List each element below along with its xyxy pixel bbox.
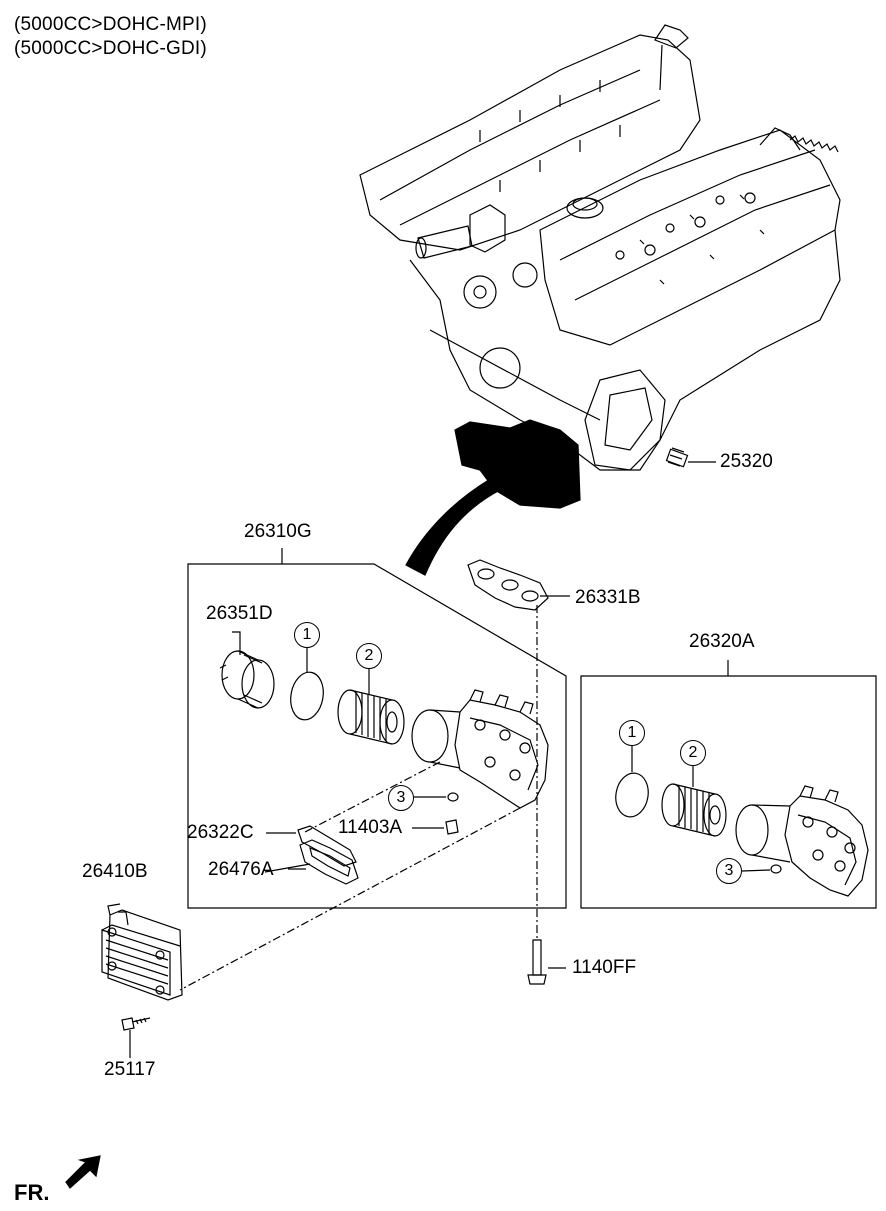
- part-label-26476a[interactable]: 26476A: [208, 859, 274, 880]
- reference-arrow: [405, 477, 501, 576]
- callout-2-right[interactable]: 2: [680, 740, 706, 766]
- engine-spec-line-2: (5000CC>DOHC-GDI): [14, 38, 207, 59]
- part-label-26310g[interactable]: 26310G: [244, 521, 312, 542]
- part-label-26351d[interactable]: 26351D: [206, 603, 273, 624]
- oil-cooler-26410b: [101, 903, 183, 1001]
- small-o-ring-3-b: [770, 864, 782, 874]
- bolt-1140ff: [527, 939, 566, 985]
- gasket-26331b: [467, 559, 570, 611]
- o-ring-1: [290, 671, 324, 721]
- filter-housing: [411, 689, 549, 809]
- highlighted-filter-module: [454, 419, 581, 509]
- engine-assembly: [359, 24, 841, 471]
- plug-11403a: [412, 819, 459, 835]
- part-label-26322c[interactable]: 26322C: [187, 822, 254, 843]
- callout-3-right[interactable]: 3: [716, 858, 742, 884]
- part-label-26320a[interactable]: 26320A: [689, 631, 755, 652]
- callout-3-left[interactable]: 3: [388, 785, 414, 811]
- part-label-11403a[interactable]: 11403A: [338, 817, 403, 838]
- filter-cap-26351d: [219, 631, 275, 709]
- part-label-1140ff[interactable]: 1140FF: [572, 957, 637, 978]
- engine-spec-line-1: (5000CC>DOHC-MPI): [14, 14, 207, 35]
- part-label-25320[interactable]: 25320: [720, 451, 773, 472]
- gasket-26322c: [266, 825, 357, 867]
- gasket-26476a: [288, 839, 359, 885]
- part-label-26410b[interactable]: 26410B: [82, 861, 148, 882]
- part-label-26331b[interactable]: 26331B: [575, 587, 641, 608]
- callout-2-left[interactable]: 2: [356, 643, 382, 669]
- assembly-26320a-frame: [580, 675, 877, 909]
- filter-element-2-b: [661, 765, 727, 837]
- drain-plug-25320: [665, 447, 716, 468]
- part-label-25117[interactable]: 25117: [104, 1059, 156, 1080]
- callout-1-right[interactable]: 1: [619, 720, 645, 746]
- small-o-ring-3: [447, 792, 459, 802]
- assembly-26310g-frame: [187, 563, 567, 909]
- callout-1-left[interactable]: 1: [294, 622, 320, 648]
- bolt-25117: [121, 1017, 151, 1058]
- filter-element-2: [337, 666, 405, 745]
- front-direction-label: FR.: [14, 1180, 50, 1205]
- o-ring-1-b: [615, 772, 649, 818]
- filter-housing-b: [735, 785, 869, 897]
- front-direction-arrow: [65, 1155, 101, 1189]
